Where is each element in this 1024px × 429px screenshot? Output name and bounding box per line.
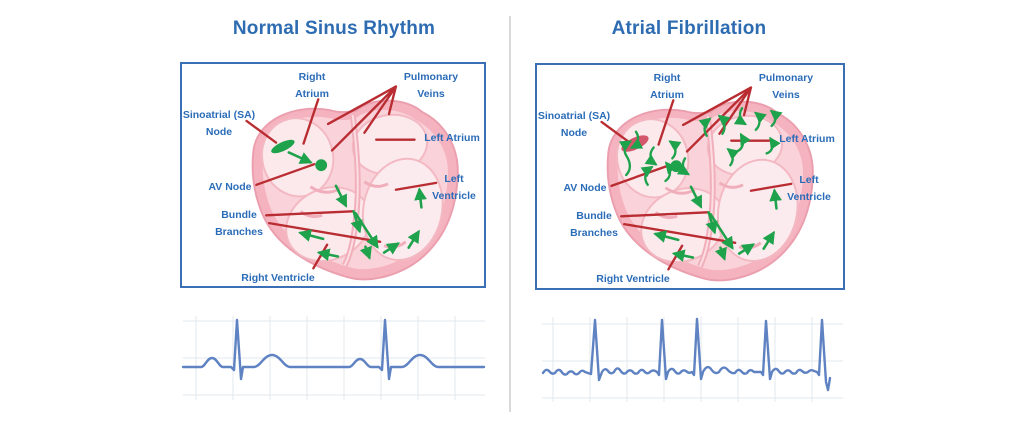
panel-normal-sinus-rhythm: Normal Sinus Rhythm <box>178 16 490 420</box>
label-sa-node: Sinoatrial (SA)Node <box>537 110 611 139</box>
sa-node <box>271 139 295 154</box>
label-left-atrium: Left Atrium <box>779 133 835 145</box>
leader-left-ventricle <box>394 181 438 191</box>
leader-pulmonary-vein-4 <box>387 85 398 116</box>
panel-title-atrial-fibrillation: Atrial Fibrillation <box>611 18 767 39</box>
leader-pulmonary-vein-4 <box>742 86 753 117</box>
av-node <box>315 159 328 172</box>
leader-pulmonary-vein-2 <box>330 85 398 152</box>
panel-divider <box>509 16 511 412</box>
ecg-trace-normal <box>181 318 486 381</box>
ecg-strip-atrial-fibrillation <box>541 317 843 402</box>
panel-title-normal-sinus: Normal Sinus Rhythm <box>232 18 436 39</box>
heart-illustration-afib <box>600 86 814 282</box>
leader-right-atrium <box>302 98 320 145</box>
leader-pulmonary-vein-1 <box>681 86 753 127</box>
leader-lines <box>600 86 793 271</box>
leader-bundle-2 <box>623 222 737 244</box>
label-left-atrium: Left Atrium <box>424 132 480 144</box>
conduction-system <box>271 139 427 261</box>
leader-av-node <box>610 164 671 188</box>
valve-lines <box>654 181 762 250</box>
leader-bundle-2 <box>267 221 382 243</box>
leader-sa-node <box>245 119 278 144</box>
label-right-ventricle: Right Ventricle <box>596 273 670 285</box>
panel-atrial-fibrillation: Atrial Fibrillation <box>533 16 845 420</box>
conduction-system <box>618 107 783 262</box>
ecg-trace-afib <box>541 317 832 392</box>
label-av-node: AV Node <box>563 182 607 194</box>
leader-pulmonary-vein-3 <box>363 85 398 134</box>
chaotic-atrial-arrows <box>618 107 783 187</box>
leader-right-atrium <box>657 99 675 146</box>
conduction-arrows <box>653 185 782 262</box>
leader-pulmonary-vein-1 <box>326 85 398 126</box>
conduction-arrows <box>287 151 427 261</box>
label-av-node: AV Node <box>208 181 252 193</box>
ecg-strip-normal-sinus <box>181 316 486 400</box>
label-sa-node: Sinoatrial (SA)Node <box>182 109 256 138</box>
leader-bundle-1 <box>265 210 354 217</box>
ecg-grid <box>542 317 843 402</box>
heart-illustration-normal <box>245 85 459 281</box>
leader-bundle-1 <box>620 211 709 218</box>
leader-lines <box>245 85 438 270</box>
leader-sa-node <box>600 120 633 145</box>
valve-lines <box>299 180 407 249</box>
ecg-grid <box>183 316 485 400</box>
leader-av-node <box>255 163 316 187</box>
av-node <box>670 160 683 173</box>
label-right-ventricle: Right Ventricle <box>241 272 315 284</box>
leader-left-ventricle <box>749 182 793 192</box>
